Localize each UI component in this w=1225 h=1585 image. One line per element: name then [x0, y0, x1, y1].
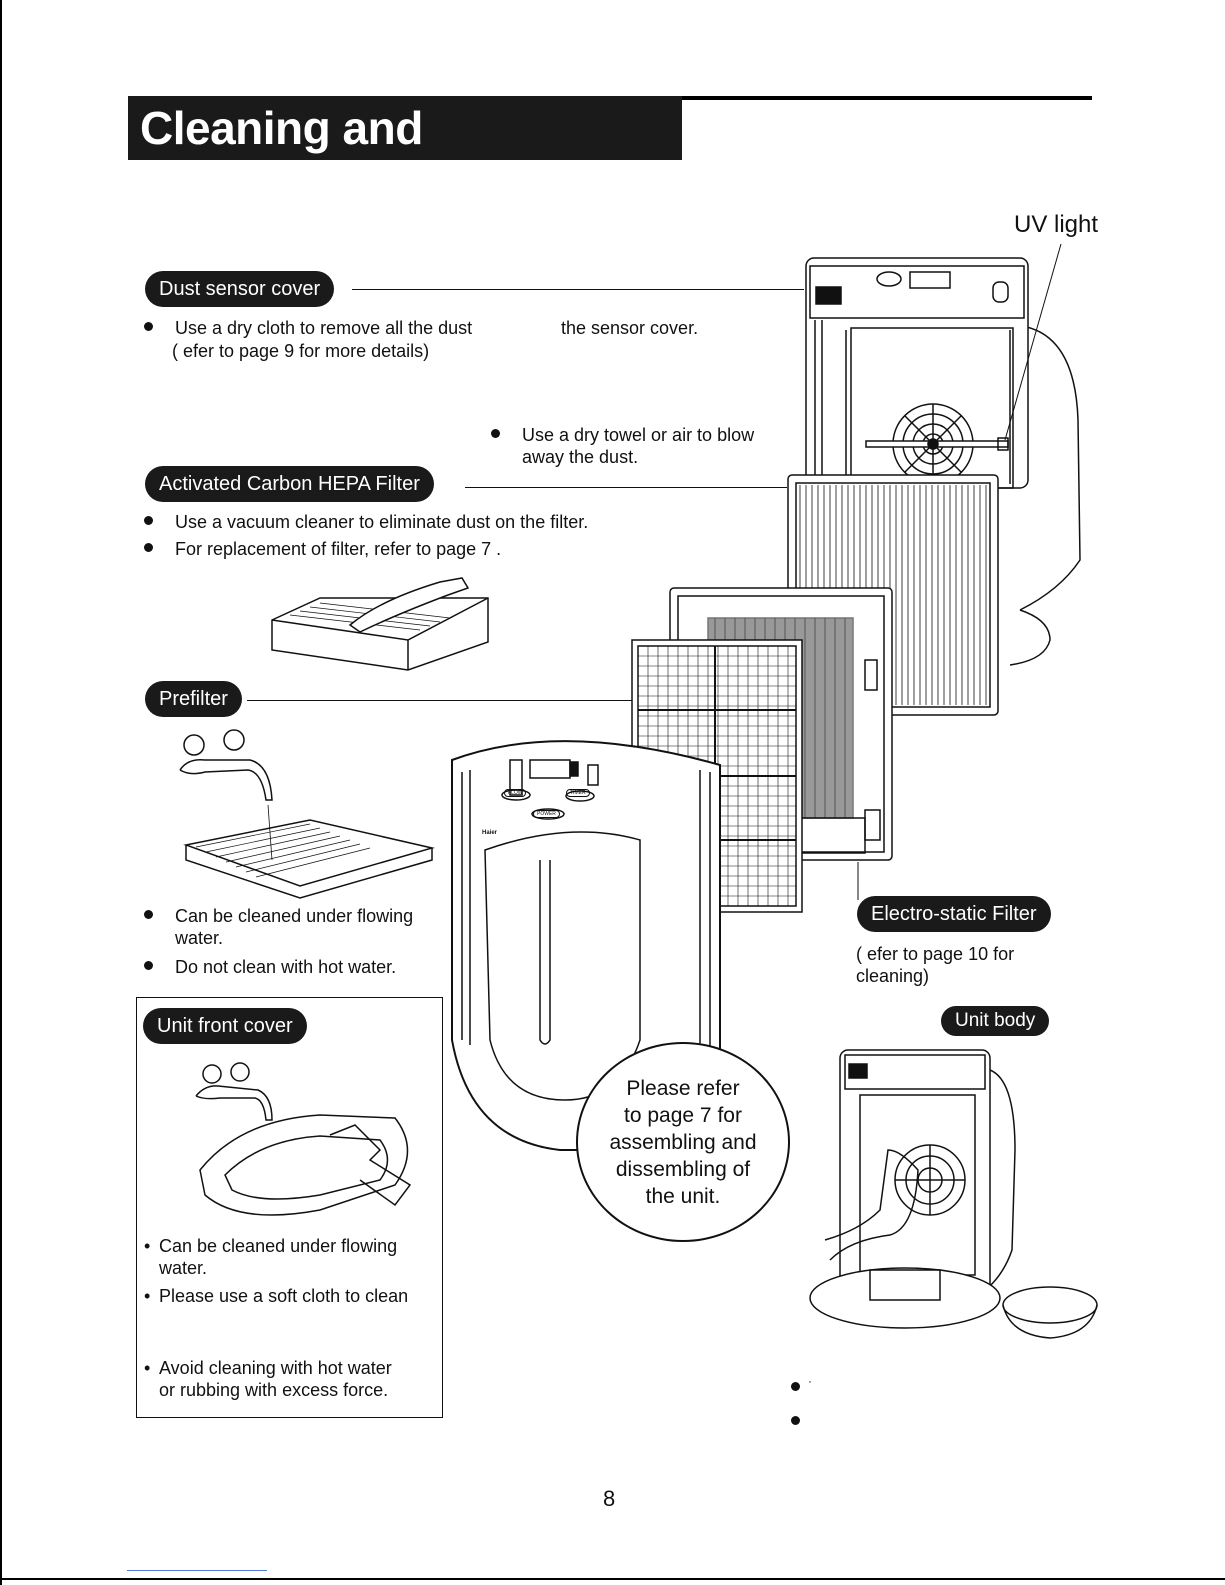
prefilter-bullet-1-line1: Can be cleaned under flowing [175, 906, 414, 926]
uv-tip-line2: away the dust. [522, 447, 639, 467]
prefilter-bullet-1-line2: water. [175, 928, 224, 948]
bullet-dot [791, 1416, 800, 1425]
dust-sensor-text-b: the sensor cover. [561, 318, 699, 338]
front-cover-bullet-3-line1: Avoid cleaning with hot water [159, 1358, 392, 1378]
dust-sensor-leader-line [352, 289, 804, 290]
faucet-front-cover-illustration [195, 1062, 412, 1216]
power-button: POWER [533, 810, 560, 818]
prefilter-bullet-2: Do not clean with hot water. [175, 957, 397, 977]
page-left-border [0, 0, 2, 1585]
front-cover-bullet-3-line2: or rubbing with excess force. [159, 1380, 389, 1400]
unit-body-illustration [805, 257, 1081, 666]
front-cover-bullet-1-line1: Can be cleaned under flowing [159, 1236, 398, 1256]
page-title: Cleaning and Maintenance [128, 96, 682, 218]
bullet-dot [791, 1382, 800, 1391]
dust-sensor-cover-label: Dust sensor cover [145, 271, 335, 307]
hepa-leader-line [465, 487, 787, 488]
front-cover-bullet-char: • [144, 1358, 151, 1378]
title-rule [682, 96, 1092, 100]
front-cover-bullet-1-line2: water. [159, 1258, 208, 1278]
prefilter-leader-line [247, 700, 632, 701]
callout-line4: dissembling of [615, 1158, 751, 1181]
bullet-dot [144, 516, 153, 525]
flow-button: FLOW [504, 789, 527, 797]
prefilter-label: Prefilter [145, 681, 242, 717]
footer-link-underline [127, 1570, 267, 1571]
front-cover-bullet-char: • [144, 1286, 151, 1306]
dust-sensor-page-ref: ( efer to page 9 for more details) [172, 341, 430, 361]
callout-line5: the unit. [645, 1185, 721, 1208]
bullet-dot [144, 961, 153, 970]
electrostatic-note-line1: ( efer to page 10 for [856, 944, 1015, 964]
page-number: 8 [603, 1486, 616, 1511]
bullet-dot [491, 429, 500, 438]
bullet-dot [144, 910, 153, 919]
faucet-prefilter-illustration [179, 729, 435, 899]
uv-tip-line1: Use a dry towel or air to blow [522, 425, 755, 445]
unit-body-label: Unit body [941, 1006, 1050, 1036]
front-cover-bullet-char: • [144, 1236, 151, 1256]
front-cover-bullet-2: Please use a soft cloth to clean [159, 1286, 409, 1306]
bullet-dot [144, 543, 153, 552]
callout-line3: assembling and [609, 1131, 757, 1154]
front-cover-box [136, 997, 443, 1418]
uv-light-label: UV light [1014, 211, 1099, 238]
unit-body-bullet-1: · [808, 1374, 812, 1388]
timer-button: TIMER [566, 789, 590, 797]
unit-body-open-illustration [809, 1049, 1098, 1339]
assembly-callout [576, 1042, 790, 1242]
vacuum-filter-illustration [271, 577, 489, 671]
page-bottom-border [0, 1578, 1225, 1580]
hepa-bullet-2: For replacement of filter, refer to page… [175, 539, 502, 559]
front-cover-label: Unit front cover [143, 1008, 307, 1044]
brand-logo: Haier [482, 830, 498, 836]
bullet-dot [144, 322, 153, 331]
hepa-filter-label: Activated Carbon HEPA Filter [145, 466, 434, 502]
dust-sensor-text-a: Use a dry cloth to remove all the dust [175, 318, 473, 338]
electrostatic-filter-label: Electro-static Filter [857, 896, 1051, 932]
callout-line1: Please refer [626, 1077, 740, 1100]
electrostatic-note-line2: cleaning) [856, 966, 930, 986]
hepa-bullet-1: Use a vacuum cleaner to eliminate dust o… [175, 512, 589, 532]
callout-line2: to page 7 for [624, 1104, 742, 1127]
